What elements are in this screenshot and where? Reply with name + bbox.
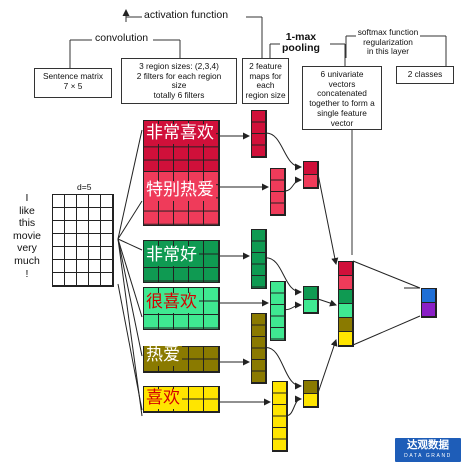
one-max-pooling-label: 1-max pooling [282,31,320,55]
conv-line [117,200,143,240]
classes-box: 2 classes [396,66,454,84]
sentence-matrix-box: Sentence matrix 7 × 5 [34,68,112,98]
concat-arrow [317,298,337,307]
logo-en-text: DATA GRAND [404,453,452,459]
dimension-label: d=5 [77,182,92,192]
logo-cn-text: 达观数据 [407,439,449,451]
pool-arrow [265,132,302,171]
convolution-label: convolution [95,32,149,44]
region-sizes-box: 3 region sizes: (2,3,4) 2 filters for ea… [121,58,237,104]
feature-map-5 [251,313,267,384]
feature-vector-cell-2 [338,275,354,291]
pool-arrow [284,301,302,311]
feature-map-3 [251,229,267,289]
softmax-box: softmax function regularization in this … [356,27,420,64]
pool-arrow [284,176,302,192]
feature-map-6 [272,381,288,452]
fc-line [352,260,421,289]
conv-line [117,283,143,411]
filter-5-text: 热爱 [144,345,182,366]
feature-map-4 [270,281,286,341]
filter-1-text: 非常喜欢 [144,123,216,144]
feature-vector-cell-6 [338,331,354,347]
feature-maps-box: 2 feature maps for each region size [242,58,289,104]
filter-3-text: 非常好 [144,245,199,266]
concat-arrow [317,173,339,265]
header-brackets [69,16,447,255]
pool-arrow [265,257,302,296]
pool-arrow [286,395,302,416]
sentence-matrix-cells [52,194,114,287]
filter-6-text: 喜欢 [144,388,182,409]
class-output-2 [421,302,437,318]
fc-line [352,315,421,346]
filter-4-text: 很喜欢 [144,292,199,313]
activation-function-label: activation function [144,9,229,21]
pooled-value-4 [303,299,319,314]
pooled-value-2 [303,174,319,189]
conv-line [117,238,143,251]
filter-2-text: 特别热爱 [144,180,216,201]
feature-map-2 [270,168,286,216]
conv-line [117,129,143,240]
conv-line [117,238,143,318]
feature-vector-cell-5 [338,317,354,333]
univariate-vectors-box: 6 univariate vectors concatenated togeth… [302,66,382,130]
pooled-value-6 [303,393,319,408]
pooled-value-3 [303,286,319,301]
pooled-value-1 [303,161,319,176]
concat-arrow [317,339,338,394]
feature-map-1 [251,110,267,158]
datagrand-logo: 达观数据 DATA GRAND [395,438,461,462]
conv-line [117,238,143,357]
feature-vector-cell-4 [338,303,354,319]
sentence-words: I like this movie very much ! [12,192,41,280]
pool-arrow [265,347,302,390]
feature-vector-cell-1 [338,261,354,277]
